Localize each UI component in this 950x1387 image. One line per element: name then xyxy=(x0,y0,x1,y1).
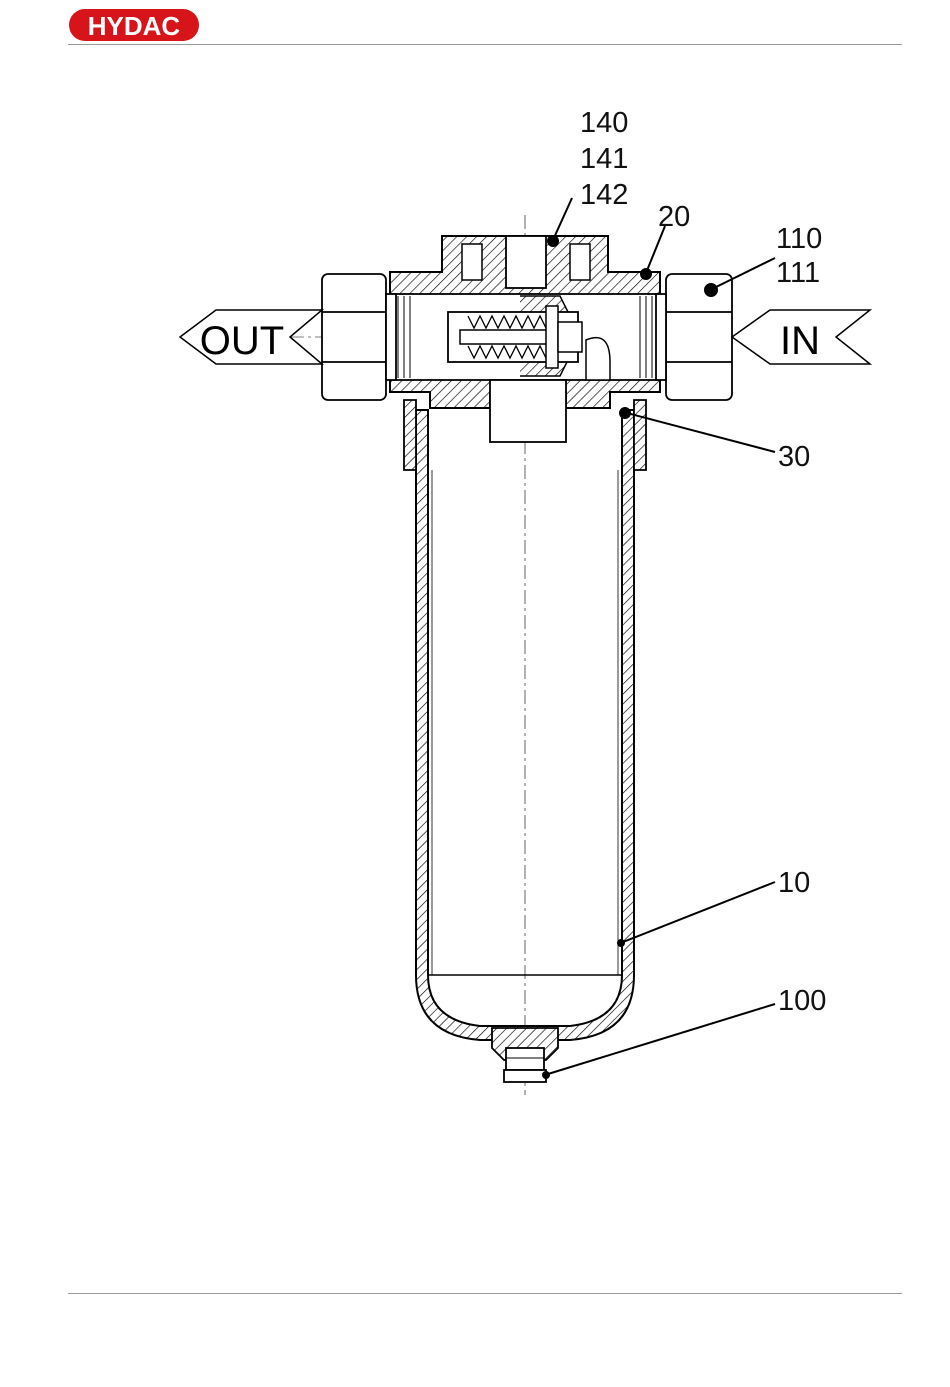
outlet-fitting xyxy=(322,274,396,400)
label-20: 20 xyxy=(658,201,690,233)
label-10: 10 xyxy=(778,867,810,899)
flow-out-label: OUT xyxy=(200,319,284,363)
label-110: 110 xyxy=(776,223,822,255)
label-142: 142 xyxy=(580,179,628,211)
flow-in-arrow: IN xyxy=(732,310,870,364)
label-141: 141 xyxy=(580,143,628,175)
bypass-valve xyxy=(448,306,582,368)
label-111: 111 xyxy=(776,257,820,289)
label-100: 100 xyxy=(778,985,826,1017)
inlet-fitting xyxy=(656,274,732,400)
label-30: 30 xyxy=(778,441,810,473)
flow-in-label: IN xyxy=(780,319,820,363)
label-140: 140 xyxy=(580,107,628,139)
